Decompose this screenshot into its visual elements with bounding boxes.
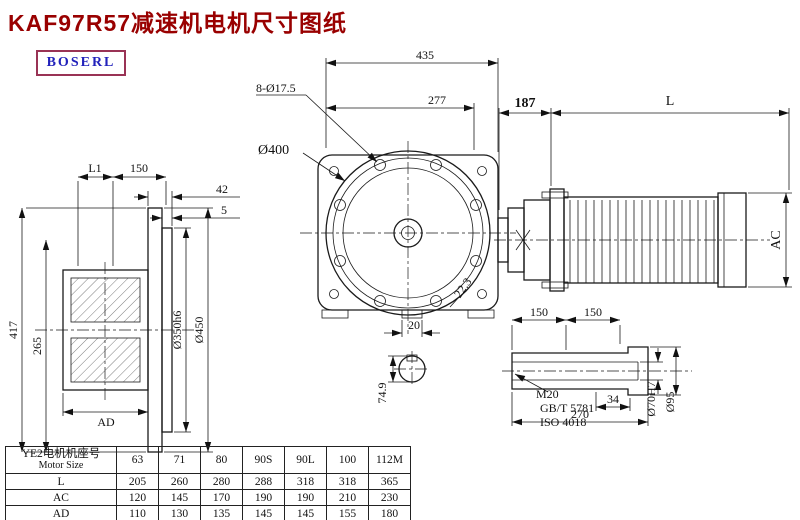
dim-187: 187 [515, 96, 536, 111]
table-cell: 170 [200, 489, 243, 506]
motor-size-header: YE2电机机座号 Motor Size [5, 446, 117, 474]
table-cell: 365 [368, 473, 411, 490]
table-cell: 130 [158, 505, 201, 520]
row-label: L [5, 473, 117, 490]
table-cell: 120 [116, 489, 159, 506]
dim-150-top: 150 [130, 161, 148, 175]
dim-phi400: Ø400 [258, 143, 289, 158]
table-cell: 280 [200, 473, 243, 490]
table-cell: 135 [200, 505, 243, 520]
cooling-fins [569, 200, 715, 283]
dim-M20: M20 [536, 387, 559, 401]
table-cell: 190 [242, 489, 285, 506]
dim-5: 5 [221, 203, 227, 217]
row-label: AC [5, 489, 117, 506]
dim-gbt-5781: GB/T 5781 [540, 401, 594, 415]
dim-phi95: Ø95 [663, 392, 677, 413]
table-cell: 210 [326, 489, 369, 506]
table-header-row: YE2电机机座号 Motor Size 63 71 80 90S 90L 100… [5, 446, 411, 474]
motor-size-table: YE2电机机座号 Motor Size 63 71 80 90S 90L 100… [5, 446, 411, 520]
table-cell: 71 [158, 446, 201, 474]
table-cell: 90L [284, 446, 327, 474]
output-shaft-section [398, 354, 426, 383]
table-cell: 100 [326, 446, 369, 474]
dim-74-9: 74.9 [375, 383, 389, 404]
motor-side-view [497, 188, 747, 292]
table-cell: 145 [284, 505, 327, 520]
bolt-hole [470, 255, 482, 267]
dim-417: 417 [6, 321, 20, 339]
flange-spigot [161, 227, 173, 433]
table-cell: 205 [116, 473, 159, 490]
section-hatch [70, 277, 141, 323]
table-row: L 205 260 280 288 318 318 365 [5, 473, 411, 490]
dim-150-b: 150 [584, 305, 602, 319]
table-cell: 230 [368, 489, 411, 506]
dim-34: 34 [607, 392, 619, 406]
table-cell: 110 [116, 505, 159, 520]
brand-logo-text: BOSERL [46, 55, 116, 70]
dim-42: 42 [216, 182, 228, 196]
dim-iso-4018: ISO 4018 [540, 415, 586, 429]
dim-AD: AD [97, 415, 115, 429]
dim-20: 20 [408, 318, 420, 332]
dim-phi450: Ø450 [192, 317, 206, 344]
dim-435: 435 [416, 48, 434, 62]
dim-phi70H7: Ø70H7 [644, 381, 658, 416]
page-title: KAF97R57减速机电机尺寸图纸 [8, 10, 348, 36]
dim-150-a: 150 [530, 305, 548, 319]
hollow-shaft-detail [511, 346, 649, 396]
bolt-hole [470, 199, 482, 211]
bolt-hole [334, 255, 346, 267]
table-cell: 145 [158, 489, 201, 506]
table-cell: 90S [242, 446, 285, 474]
table-cell: 318 [326, 473, 369, 490]
table-cell: 190 [284, 489, 327, 506]
table-row: AD 110 130 135 145 145 155 180 [5, 505, 411, 520]
section-hatch [70, 337, 141, 383]
table-cell: 288 [242, 473, 285, 490]
table-cell: 155 [326, 505, 369, 520]
bolt-hole [430, 295, 442, 307]
bolt-hole [334, 199, 346, 211]
dimension-labels: 435 8-Ø17.5 277 187 L AC Ø400 L1 150 42 … [6, 48, 784, 429]
fan-cover [717, 192, 747, 288]
dim-AC: AC [769, 230, 784, 249]
brand-logo: BOSERL [36, 50, 126, 76]
row-label: AD [5, 505, 117, 520]
table-row: AC 120 145 170 190 190 210 230 [5, 489, 411, 506]
dim-265: 265 [30, 337, 44, 355]
table-cell: 63 [116, 446, 159, 474]
table-cell: 260 [158, 473, 201, 490]
dim-bolt-holes: 8-Ø17.5 [256, 81, 296, 95]
bolt-hole [430, 159, 442, 171]
left-side-view [62, 207, 173, 453]
dim-L1: L1 [88, 161, 101, 175]
dim-270: 270 [571, 407, 589, 421]
table-cell: 112M [368, 446, 411, 474]
table-cell: 180 [368, 505, 411, 520]
motor-size-header-cn: YE2电机机座号 [21, 448, 101, 460]
dim-phi350: Ø350h6 [170, 311, 184, 350]
motor-size-header-en: Motor Size [38, 460, 84, 471]
dim-L: L [666, 94, 675, 109]
bolt-hole [374, 295, 386, 307]
bolt-hole [374, 159, 386, 171]
dim-277: 277 [428, 93, 446, 107]
table-cell: 318 [284, 473, 327, 490]
table-cell: 145 [242, 505, 285, 520]
table-cell: 80 [200, 446, 243, 474]
keyway [406, 354, 418, 362]
flange-circle [325, 150, 491, 316]
